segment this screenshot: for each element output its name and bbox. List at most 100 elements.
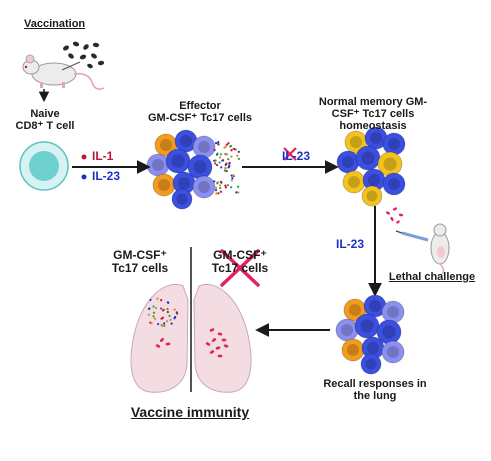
cytokine-dot — [219, 180, 223, 183]
cluster-cell-nucleus — [360, 319, 374, 333]
cytokine-dot — [237, 157, 240, 160]
lung-cytokine-dot — [166, 310, 169, 314]
cytokine-dot — [225, 162, 228, 165]
lung-cytokine-dot — [168, 314, 171, 317]
il23-crossed-label: IL-23 — [281, 149, 310, 163]
cluster-cell-nucleus — [197, 140, 211, 154]
lung-cytokine-dot — [173, 317, 176, 320]
recall-label-line1: Recall responses in — [323, 378, 427, 390]
cluster-cell-nucleus — [193, 160, 207, 174]
fungus-particle — [160, 338, 164, 342]
lung-cytokine-dot — [149, 298, 152, 302]
cluster-cell-nucleus — [340, 323, 354, 337]
naive-t-cell-icon — [19, 141, 69, 191]
cytokine-dot — [225, 143, 228, 146]
yeast-icon — [63, 41, 105, 69]
cluster-cell-nucleus — [361, 151, 375, 165]
cytokine-dot — [230, 174, 233, 177]
lung-icon — [130, 283, 252, 393]
cytokine-dot — [214, 186, 218, 189]
cluster-cell-nucleus — [366, 341, 380, 355]
naive-cell-label: CD8⁺ T cell — [15, 120, 75, 132]
fungus-burst-icon — [385, 207, 404, 224]
lung-cytokine-dot — [169, 318, 172, 322]
recall-label-line2: the lung — [353, 390, 397, 402]
cytokine-dot — [229, 145, 232, 148]
lung-fungus-icon — [155, 328, 229, 358]
lung-cytokine-dot — [161, 309, 165, 312]
cytokine-dot — [217, 192, 220, 195]
cluster-cell — [381, 340, 405, 364]
cluster-cell — [192, 175, 216, 199]
memory-label-line1: Normal memory GM- — [318, 96, 428, 108]
cluster-cell — [361, 185, 383, 207]
recall-cluster-icon — [335, 294, 405, 375]
fungus-particle — [205, 342, 211, 346]
cross-mark-icon — [283, 147, 297, 161]
mouse-icon — [22, 54, 105, 90]
cytokine-dot — [215, 141, 218, 145]
cytokine-dot — [217, 140, 220, 144]
fungus-particle — [221, 338, 227, 342]
gm-positive-label-line1: GM-CSF⁺ — [113, 248, 167, 262]
cluster-cell-nucleus — [157, 178, 171, 192]
cytokine-dot — [224, 184, 227, 187]
cluster-cell-nucleus — [367, 173, 381, 187]
cytokine-dot — [213, 148, 216, 152]
cytokine-dot — [216, 182, 219, 185]
cytokine-dot — [214, 162, 217, 165]
vaccine-immunity-label: Vaccine immunity — [130, 404, 250, 420]
cytokine-dot — [236, 185, 240, 188]
cluster-cell-nucleus — [386, 345, 400, 359]
il23-right-label: IL-23 — [335, 237, 364, 251]
lung-cytokine-dot — [165, 320, 169, 323]
gm-positive-label-line2: Tc17 cells — [111, 261, 169, 275]
fungus-particle — [209, 328, 215, 332]
gm-negative-label-line1: GM-CSF⁺ — [213, 248, 267, 262]
lung-cytokine-dot — [173, 308, 176, 311]
memory-cluster-icon — [336, 126, 406, 207]
cytokine-dot — [213, 180, 216, 183]
lung-cytokine-dot — [160, 324, 164, 327]
cluster-cell — [360, 353, 382, 375]
lung-cytokine-dot — [175, 311, 178, 314]
cluster-cell — [171, 188, 193, 210]
lung-cytokine-dot — [170, 322, 173, 325]
cytokine-dot — [219, 153, 222, 156]
cytokine-dot — [224, 186, 227, 189]
lung-cytokine-dot — [166, 307, 169, 311]
cytokine-dots — [213, 140, 240, 195]
cluster-cell-nucleus — [346, 343, 360, 357]
lung-cytokine-dot — [156, 297, 159, 300]
cytokine-dot — [237, 150, 240, 153]
cytokine-dot — [225, 170, 228, 173]
fungus-particle — [223, 344, 229, 348]
lung-cytokine-dot — [161, 316, 165, 319]
cluster-cell-nucleus — [366, 190, 378, 202]
cluster-cell-nucleus — [177, 176, 191, 190]
cytokine-dot — [217, 142, 220, 146]
cluster-cell-nucleus — [382, 325, 396, 339]
lung-cytokine-dot — [153, 317, 157, 320]
cluster-cell-nucleus — [369, 131, 383, 145]
cytokine-dot — [218, 161, 221, 164]
cytokine-dot — [224, 166, 227, 169]
cytokine-dot — [215, 192, 218, 195]
cluster-cell-nucleus — [341, 155, 355, 169]
gm-negative-label-line2: Tc17 cells — [211, 261, 269, 275]
il23-label: IL-23 — [92, 169, 121, 183]
cross-mark-icon — [220, 249, 260, 287]
lung-cytokine-dot — [160, 299, 163, 302]
lung-cytokine-dot — [167, 301, 170, 304]
cytokine-dot — [214, 189, 218, 192]
naive-label: Naive — [30, 108, 60, 120]
cytokine-dot — [237, 191, 240, 194]
lung-cytokine-dot — [152, 305, 155, 308]
lung-cytokine-dot — [163, 322, 166, 325]
lung-cytokine-dot — [160, 307, 163, 310]
cytokine-dot — [235, 191, 238, 194]
cytokine-dot — [227, 158, 230, 161]
cytokine-dot — [232, 174, 235, 177]
cytokine-dot — [219, 186, 222, 190]
cytokine-dot — [225, 153, 228, 156]
